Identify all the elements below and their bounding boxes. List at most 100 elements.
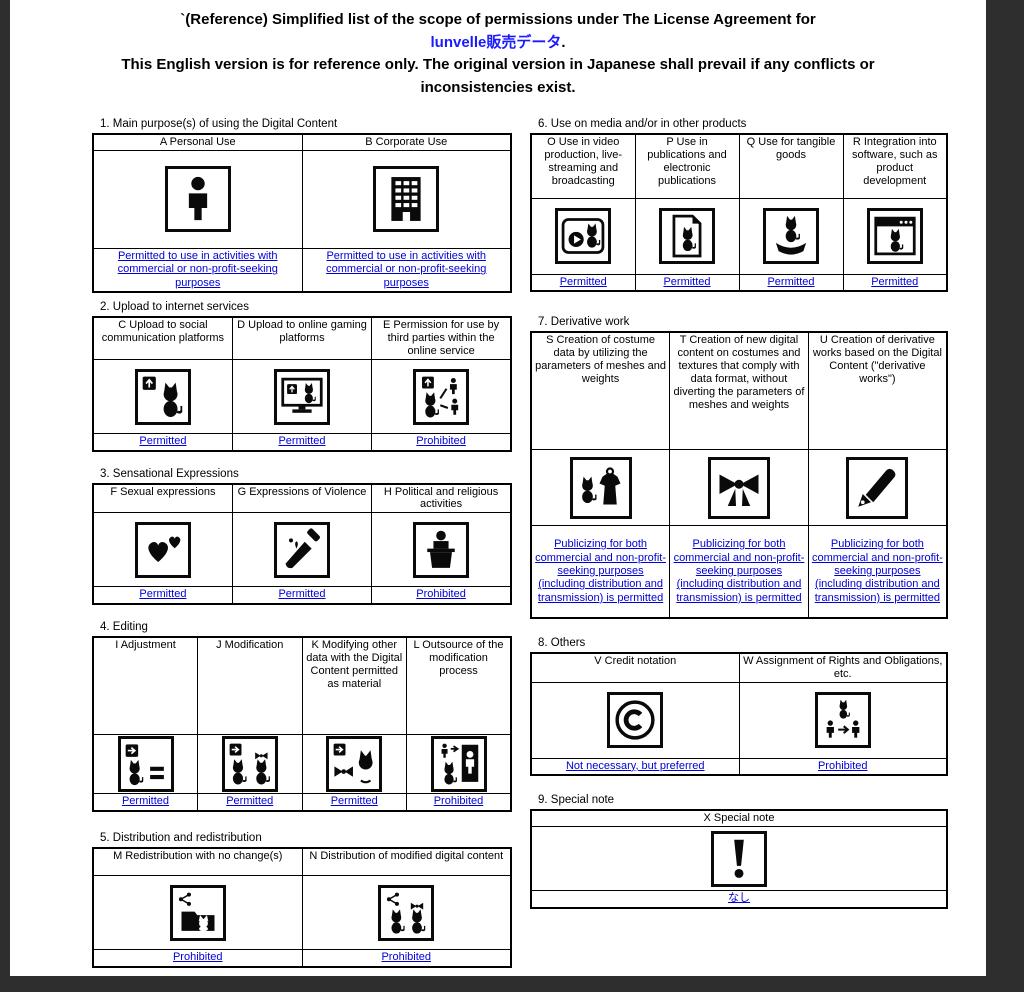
status-link[interactable]: Prohibited <box>172 951 223 964</box>
permission-table: M Redistribution with no change(s) N Dis… <box>92 846 512 968</box>
document-title: `(Reference) Simplified list of the scop… <box>10 0 986 99</box>
section-others: 8. Others V Credit notation W Assignment… <box>530 637 948 777</box>
cell-status: Prohibited <box>738 757 948 776</box>
cell-status: Permitted to use in activities with comm… <box>92 247 303 293</box>
status-link[interactable]: Publicizing for both commercial and non-… <box>673 538 805 604</box>
cell-status: Prohibited <box>371 586 512 605</box>
status-link[interactable]: Publicizing for both commercial and non-… <box>535 538 666 604</box>
status-link[interactable]: Permitted <box>559 275 607 288</box>
status-link[interactable]: Permitted to use in activities with comm… <box>117 249 278 289</box>
permission-table: S Creation of costume data by utilizing … <box>530 330 948 619</box>
status-link[interactable]: Permitted <box>871 275 919 288</box>
tangible-goods-icon <box>763 208 819 264</box>
status-link[interactable]: Permitted <box>139 435 187 448</box>
cell-icon <box>197 734 303 795</box>
cell-label: E Permission for use by third parties wi… <box>371 316 512 361</box>
status-link[interactable]: Publicizing for both commercial and non-… <box>811 538 943 604</box>
cell-status: Permitted <box>231 433 373 451</box>
software-window-icon <box>866 208 923 264</box>
cell-status: Permitted <box>301 793 407 812</box>
section-heading: 1. Main purpose(s) of using the Digital … <box>100 118 338 130</box>
costume-data-icon <box>569 456 632 519</box>
permission-table: V Credit notation W Assignment of Rights… <box>530 651 948 777</box>
cell-label: G Expressions of Violence <box>231 482 373 514</box>
cell-status: Prohibited <box>406 793 512 812</box>
section-heading: 7. Derivative work <box>538 315 630 328</box>
cell-status: Permitted <box>92 433 233 451</box>
left-column: 1. Main purpose(s) of using the Digital … <box>92 118 512 968</box>
status-link[interactable]: Not necessary, but preferred <box>565 759 705 772</box>
building-icon <box>373 166 440 233</box>
section-heading: 9. Special note <box>538 794 615 807</box>
cell-label: O Use in video production, live-streamin… <box>530 133 636 199</box>
modification-icon <box>221 736 278 793</box>
cell-icon <box>842 197 948 275</box>
status-link[interactable]: Prohibited <box>817 759 868 772</box>
status-link[interactable]: Permitted to use in activities with comm… <box>326 249 487 289</box>
cell-status: Permitted <box>842 273 948 292</box>
cell-icon <box>92 734 198 795</box>
cell-status: Publicizing for both commercial and non-… <box>669 525 809 619</box>
cell-icon <box>301 149 512 249</box>
section-distribution: 5. Distribution and redistribution M Red… <box>92 832 512 968</box>
status-link[interactable]: Permitted <box>767 275 815 288</box>
status-link[interactable]: Prohibited <box>416 435 466 448</box>
status-link[interactable]: Permitted <box>278 435 326 448</box>
permission-table: F Sexual expressions G Expressions of Vi… <box>92 482 512 605</box>
title-line1: `(Reference) Simplified list of the scop… <box>180 11 816 28</box>
copyright-icon <box>607 692 664 749</box>
publications-icon <box>659 208 715 264</box>
section-sensational: 3. Sensational Expressions F Sexual expr… <box>92 468 512 605</box>
cell-label: M Redistribution with no change(s) <box>92 847 303 877</box>
cell-icon <box>530 826 948 892</box>
cell-label: D Upload to online gaming platforms <box>231 316 373 361</box>
cell-label: T Creation of new digital content on cos… <box>669 331 809 451</box>
section-special-note: 9. Special note X Special note <box>530 794 948 909</box>
outsource-icon <box>430 736 487 793</box>
section-heading: 5. Distribution and redistribution <box>100 831 262 844</box>
cell-label: S Creation of costume data by utilizing … <box>530 331 671 451</box>
cell-icon <box>669 449 809 527</box>
cell-status: Publicizing for both commercial and non-… <box>807 525 948 619</box>
section-heading: 2. Upload to internet services <box>100 301 249 314</box>
status-link[interactable]: Prohibited <box>416 588 466 601</box>
cell-label: F Sexual expressions <box>92 482 233 514</box>
section-derivative-work: 7. Derivative work S Creation of costume… <box>530 316 948 619</box>
status-link[interactable]: Permitted <box>139 588 187 601</box>
rights-assignment-icon <box>814 692 871 749</box>
cell-icon <box>530 197 636 275</box>
cell-icon <box>231 512 373 588</box>
permission-table: A Personal Use B Corporate Use <box>92 133 512 294</box>
status-link[interactable]: Permitted <box>663 275 711 288</box>
cell-status: Permitted to use in activities with comm… <box>301 247 512 293</box>
cell-label: H Political and religious activities <box>371 482 512 514</box>
status-link[interactable]: Prohibited <box>433 795 484 808</box>
cell-status: Prohibited <box>92 949 303 968</box>
status-link[interactable]: なし <box>728 892 750 905</box>
cell-icon <box>371 512 512 588</box>
cell-label: A Personal Use <box>92 133 303 151</box>
cell-label: Q Use for tangible goods <box>738 133 844 199</box>
title-disclaimer: This English version is for reference on… <box>121 56 875 96</box>
title-brand: lunvelle販売データ <box>430 33 562 51</box>
modify-other-data-icon <box>326 736 383 793</box>
cell-icon <box>634 197 740 275</box>
status-link[interactable]: Permitted <box>226 795 274 808</box>
status-link[interactable]: Permitted <box>121 795 170 808</box>
cell-label: V Credit notation <box>530 652 740 683</box>
hearts-icon <box>134 521 191 578</box>
section-heading: 3. Sensational Expressions <box>100 467 239 480</box>
podium-speech-icon <box>413 521 470 578</box>
ribbon-icon <box>707 456 770 519</box>
cell-label: X Special note <box>530 809 948 828</box>
status-link[interactable]: Permitted <box>278 588 326 601</box>
right-column: 6. Use on media and/or in other products… <box>530 118 948 909</box>
cell-label: L Outsource of the modification process <box>406 636 512 736</box>
section-heading: 4. Editing <box>100 620 148 633</box>
cell-status: Prohibited <box>371 433 512 451</box>
cell-icon <box>92 512 233 588</box>
cell-icon <box>530 449 671 527</box>
status-link[interactable]: Permitted <box>330 795 378 808</box>
status-link[interactable]: Prohibited <box>381 951 432 964</box>
permission-table: X Special note なし <box>530 809 948 909</box>
